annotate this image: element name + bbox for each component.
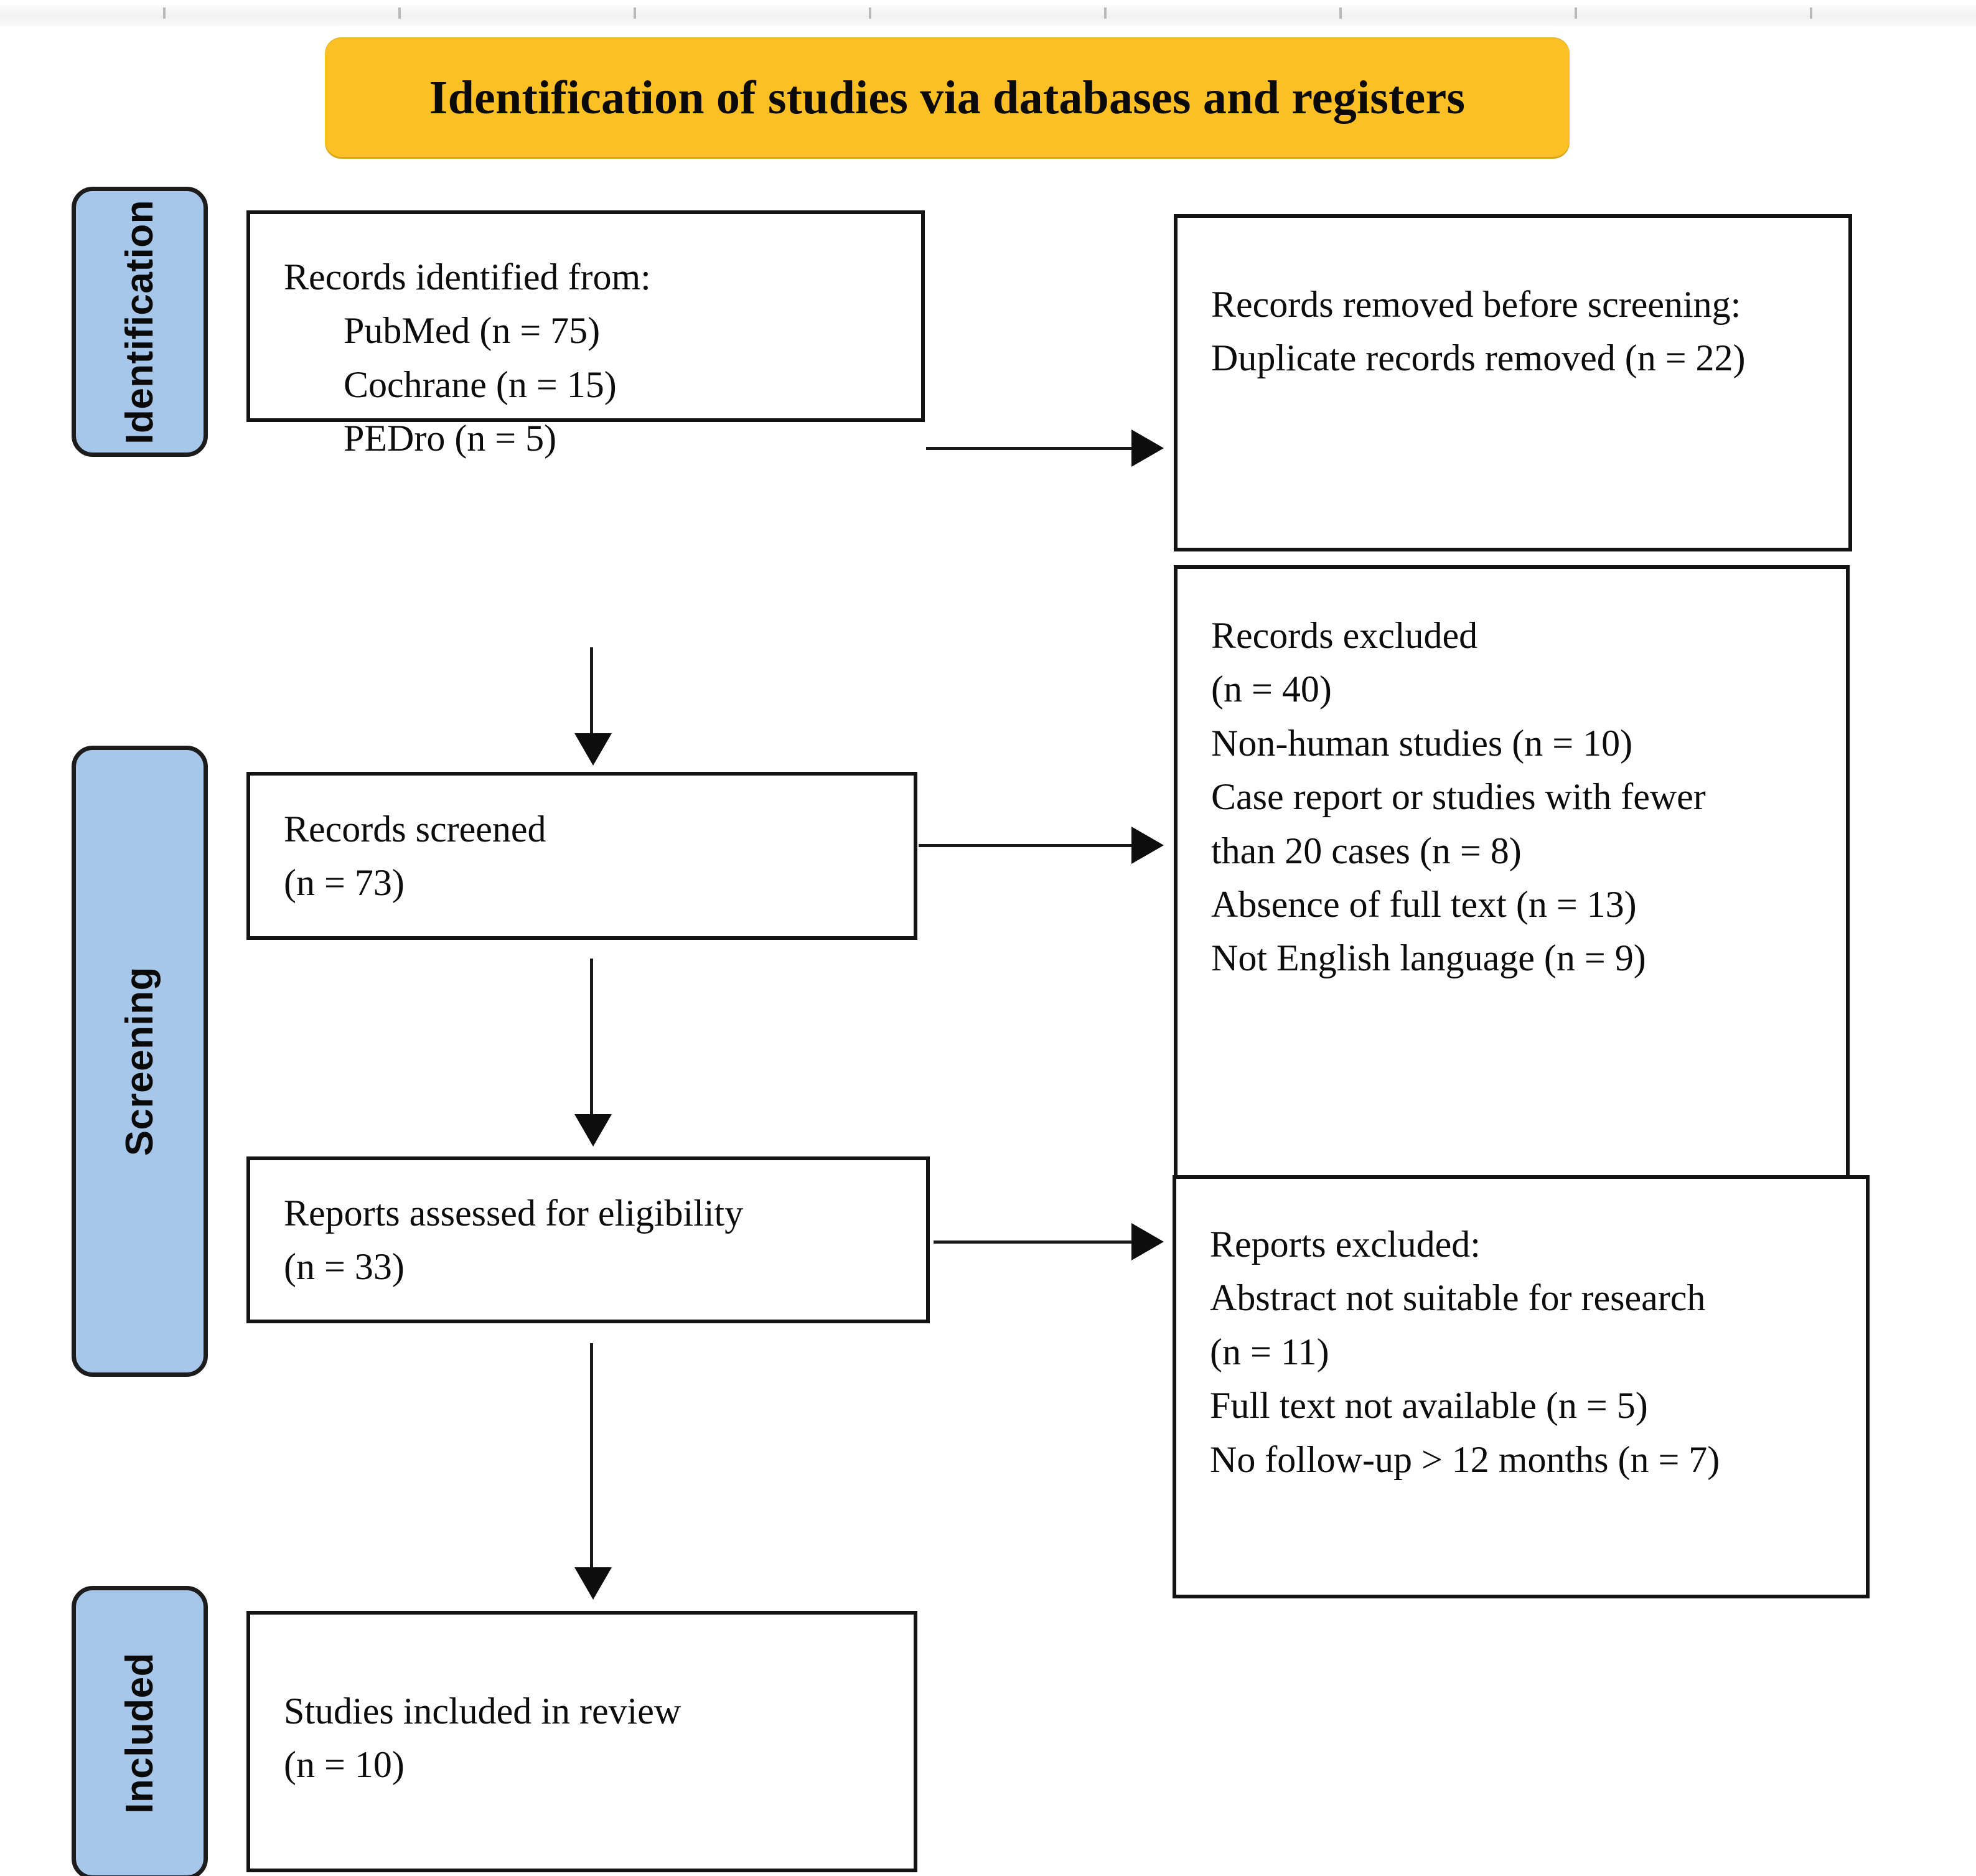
node-line: Reports excluded: xyxy=(1210,1224,1481,1265)
node-line: PEDro (n = 5) xyxy=(344,418,557,459)
ruler-tick xyxy=(1339,7,1342,19)
node-line: (n = 73) xyxy=(284,862,405,903)
node-line: Case report or studies with fewer xyxy=(1211,776,1706,818)
ruler-tick xyxy=(398,7,401,19)
connector-identified-to-screened xyxy=(590,647,593,741)
node-records-excluded: Records excluded (n = 40) Non-human stud… xyxy=(1174,565,1850,1181)
ruler-tick xyxy=(163,7,166,19)
arrowhead-down-icon xyxy=(574,733,612,766)
node-records-screened: Records screened (n = 73) xyxy=(246,772,917,940)
ruler-tick xyxy=(634,7,636,19)
node-line: Studies included in review xyxy=(284,1691,681,1732)
stage-label-included: Included xyxy=(72,1586,208,1876)
node-studies-included: Studies included in review (n = 10) xyxy=(246,1611,917,1872)
node-reports-assessed: Reports assessed for eligibility (n = 33… xyxy=(246,1156,930,1323)
node-line: Records identified from: xyxy=(284,256,651,298)
node-line: Records screened xyxy=(284,808,546,850)
node-line: (n = 40) xyxy=(1211,668,1332,710)
ruler-tick xyxy=(1810,7,1812,19)
arrowhead-down-icon xyxy=(574,1114,612,1147)
arrowhead-right-icon xyxy=(1131,429,1164,467)
node-line: (n = 11) xyxy=(1210,1331,1329,1372)
node-line: Not English language (n = 9) xyxy=(1211,937,1646,979)
node-line: PubMed (n = 75) xyxy=(344,310,601,352)
node-records-identified: Records identified from: PubMed (n = 75)… xyxy=(246,210,925,459)
node-line: Records excluded xyxy=(1211,615,1478,656)
connector-screened-to-records-excluded xyxy=(919,844,1131,847)
arrowhead-down-icon xyxy=(574,1567,612,1600)
diagram-title-banner: Identification of studies via databases … xyxy=(325,39,1570,157)
arrowhead-right-icon xyxy=(1131,827,1164,864)
node-line: (n = 33) xyxy=(284,1246,405,1287)
node-line: No follow-up > 12 months (n = 7) xyxy=(1210,1438,1720,1480)
ruler-tick xyxy=(869,7,871,19)
node-reports-excluded: Reports excluded: Abstract not suitable … xyxy=(1173,1175,1870,1598)
stage-label-text: Identification xyxy=(118,199,161,444)
node-line: Records removed before screening: xyxy=(1211,284,1741,325)
stage-label-identification: Identification xyxy=(72,187,208,457)
node-line: Non-human studies (n = 10) xyxy=(1211,722,1633,764)
node-line: than 20 cases (n = 8) xyxy=(1211,830,1522,871)
ruler-tick xyxy=(1104,7,1107,19)
stage-label-text: Included xyxy=(118,1652,161,1814)
node-records-removed: Records removed before screening: Duplic… xyxy=(1174,214,1852,551)
stage-label-text: Screening xyxy=(118,966,161,1156)
ruler-tick xyxy=(1575,7,1577,19)
connector-screened-to-assessed xyxy=(590,959,593,1119)
page-title: Identification of studies via databases … xyxy=(429,71,1466,124)
arrowhead-right-icon xyxy=(1131,1223,1164,1260)
node-line: Absence of full text (n = 13) xyxy=(1211,883,1637,925)
stage-label-screening: Screening xyxy=(72,746,208,1377)
connector-identified-to-removed xyxy=(926,447,1131,450)
connector-assessed-to-reports-excluded xyxy=(934,1241,1131,1244)
connector-assessed-to-included xyxy=(590,1343,593,1572)
node-line: Cochrane (n = 15) xyxy=(344,363,617,405)
node-line: Abstract not suitable for research xyxy=(1210,1277,1706,1319)
node-line: Reports assessed for eligibility xyxy=(284,1192,744,1234)
node-line: Full text not available (n = 5) xyxy=(1210,1385,1648,1427)
node-line: Duplicate records removed (n = 22) xyxy=(1211,337,1746,379)
ruler-strip xyxy=(0,5,1976,26)
node-line: (n = 10) xyxy=(284,1744,405,1786)
